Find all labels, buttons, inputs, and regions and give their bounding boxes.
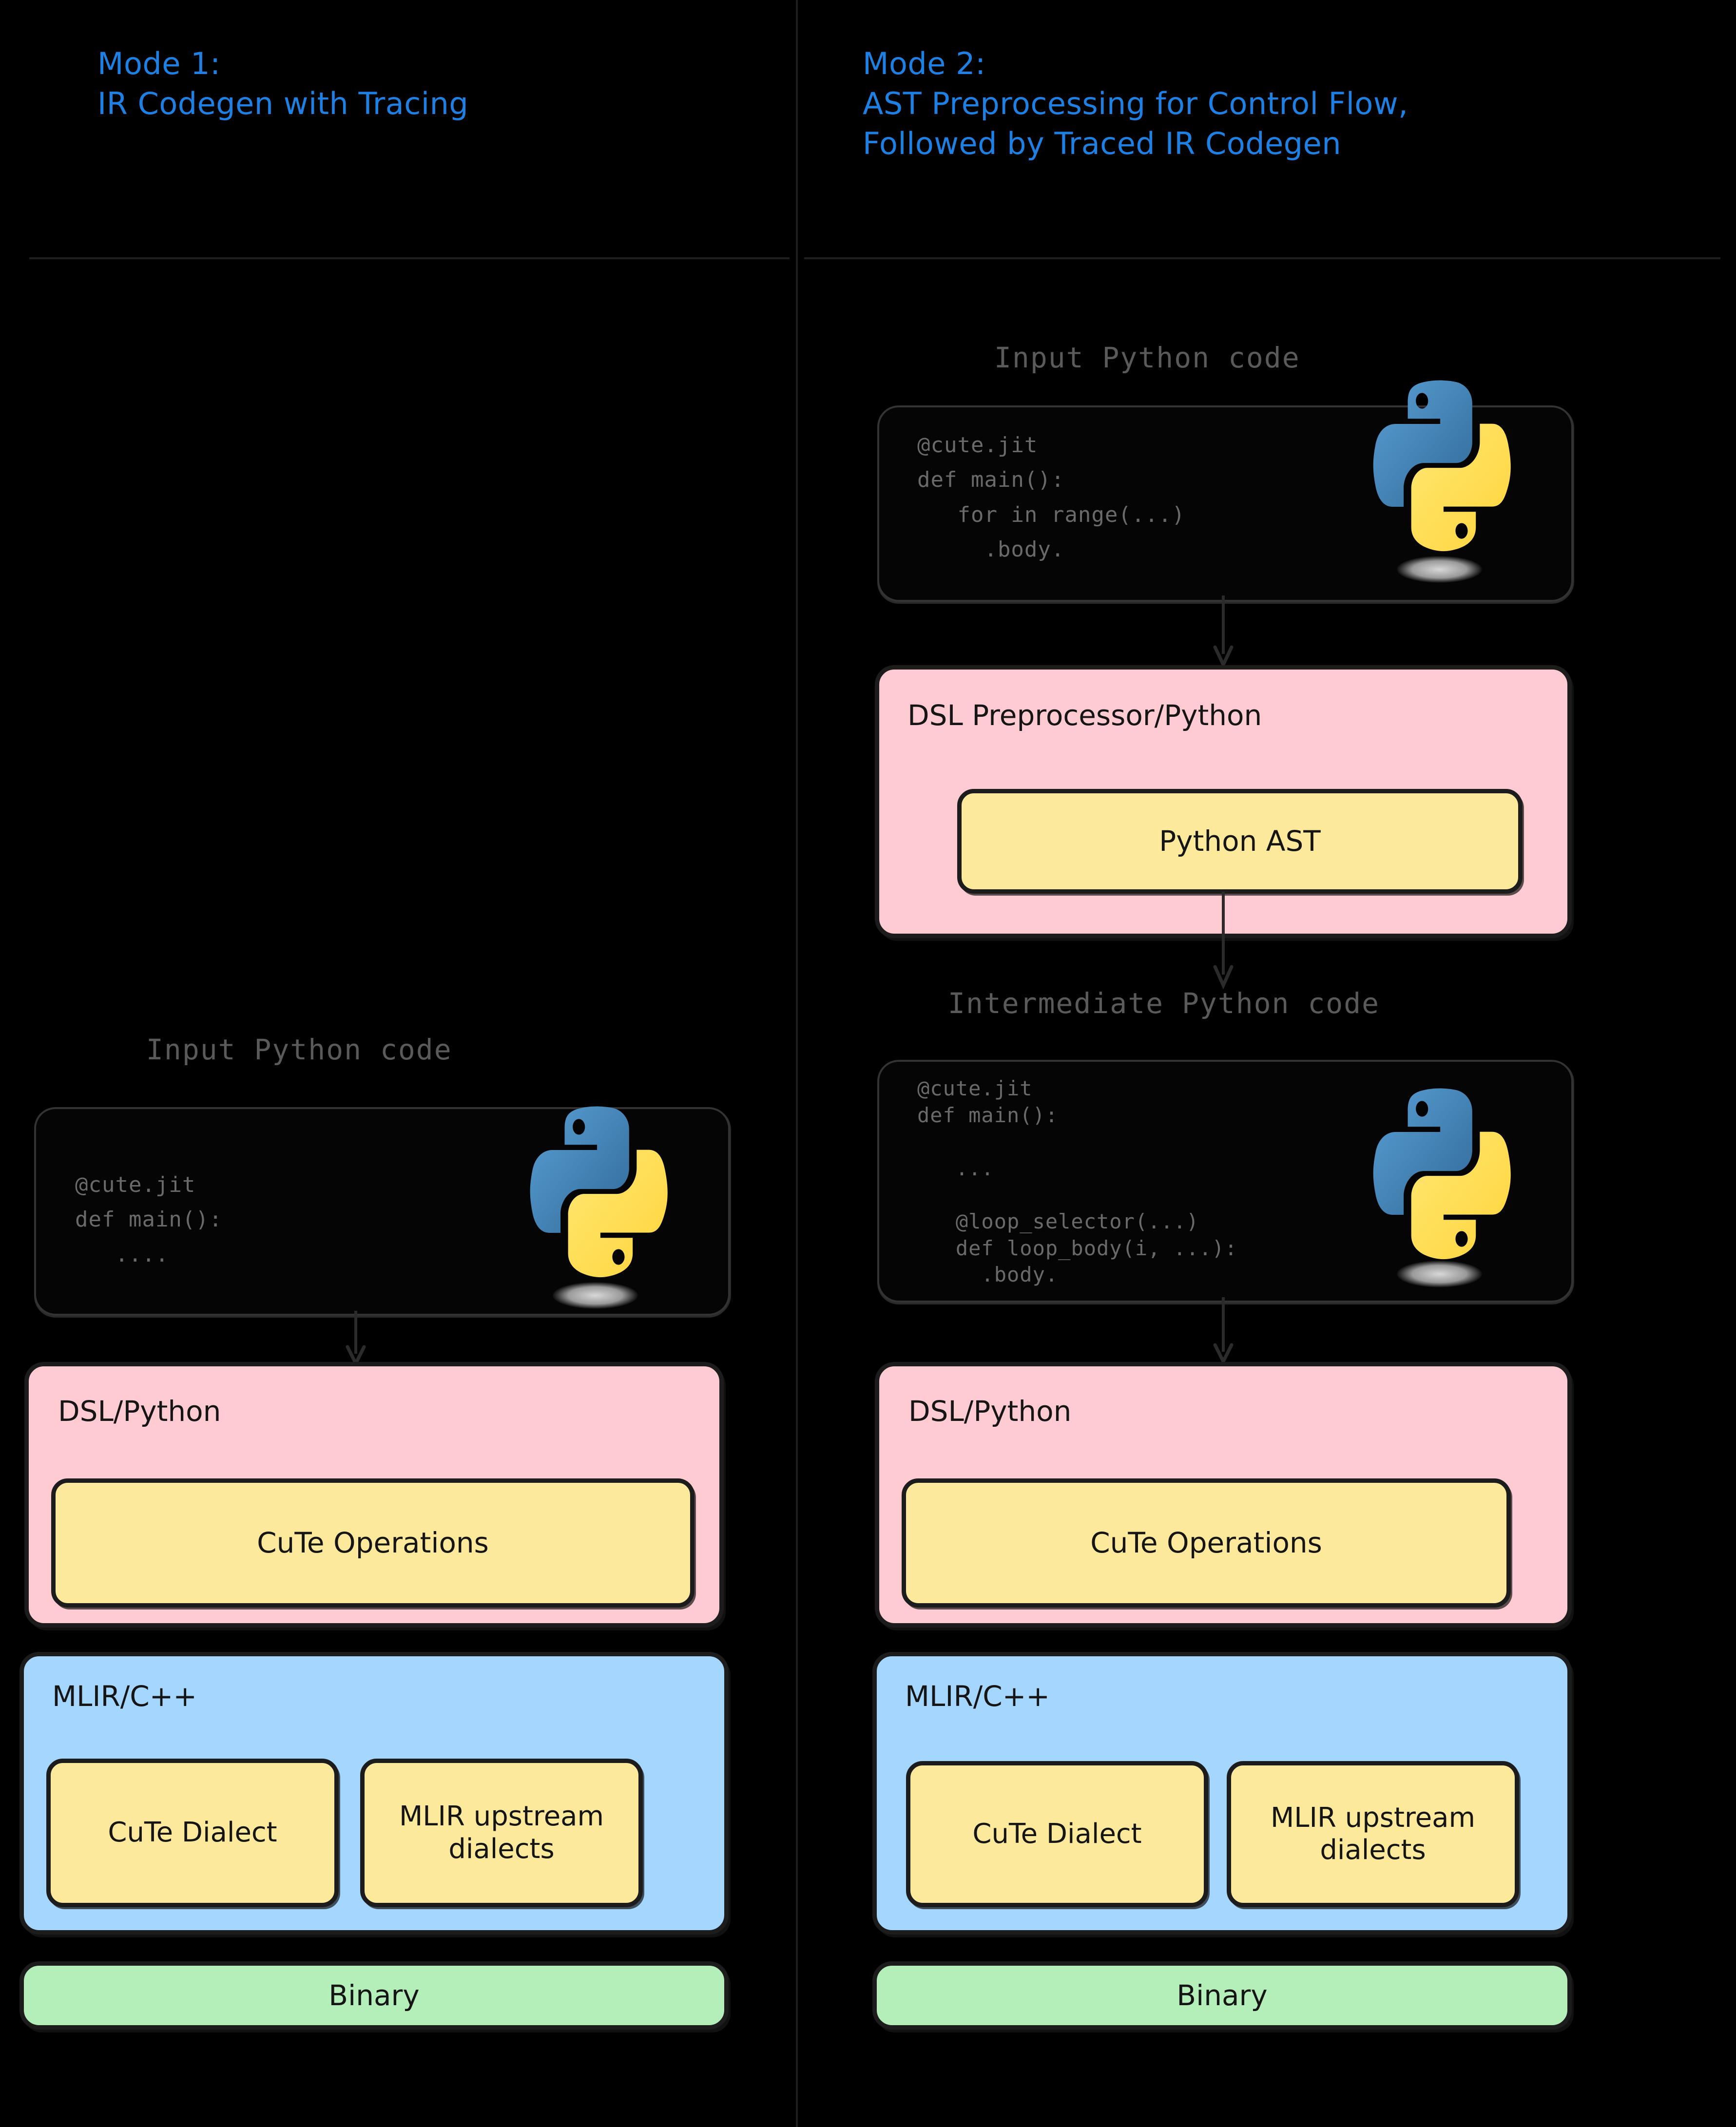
- mode-2-binary-layer: Binary: [872, 1961, 1572, 2030]
- mode-2-python-ast-box: Python AST: [957, 789, 1523, 894]
- mode-2-dsl-python-layer: DSL/Python CuTe Operations: [875, 1362, 1572, 1628]
- python-logo-icon: [523, 1099, 670, 1284]
- mode-2-cute-dialect-box: CuTe Dialect: [906, 1761, 1208, 1907]
- mode-2-title: Mode 2: AST Preprocessing for Control Fl…: [863, 46, 1408, 161]
- arrow-down-icon: [1209, 595, 1238, 669]
- python-logo-icon: [1367, 373, 1513, 558]
- arrow-down-icon: [1209, 892, 1238, 990]
- mode-2-code-text: @cute.jit def main(): for in range(...) …: [917, 433, 1185, 562]
- mode-2-dsl-preprocessor-layer: DSL Preprocessor/Python Python AST: [875, 665, 1572, 938]
- mode-2-intermediate-code-card: @cute.jit def main(): ... @loop_selector…: [877, 1060, 1573, 1303]
- mode-2-intermediate-caption: Intermediate Python code: [948, 987, 1380, 1020]
- mode-2-intermediate-code-text: @cute.jit def main(): ... @loop_selector…: [917, 1076, 1238, 1287]
- mode-2-dsl-python-label: DSL/Python: [908, 1395, 1072, 1428]
- column-divider: [796, 0, 798, 2127]
- python-logo-shadow: [553, 1282, 638, 1309]
- mode-2-cute-operations-box: CuTe Operations: [902, 1478, 1511, 1608]
- mode-1-code-text: @cute.jit def main(): ....: [75, 1172, 223, 1267]
- python-logo-shadow: [1397, 1261, 1482, 1287]
- mode-1-mlir-cpp-layer: MLIR/C++ CuTe Dialect MLIR upstream dial…: [19, 1652, 729, 1935]
- mode-1-cute-dialect-box: CuTe Dialect: [46, 1759, 339, 1907]
- mode-1-mlir-cpp-label: MLIR/C++: [52, 1680, 197, 1713]
- python-logo-shadow: [1397, 556, 1482, 583]
- mode-2-input-caption: Input Python code: [994, 341, 1300, 374]
- mode-1-binary-label: Binary: [328, 1979, 420, 2012]
- mode-2-dsl-preprocessor-label: DSL Preprocessor/Python: [907, 699, 1262, 732]
- mode-1-input-code-card: @cute.jit def main(): ....: [34, 1106, 730, 1316]
- mode-1-dsl-python-label: DSL/Python: [58, 1395, 221, 1428]
- arrow-down-icon: [341, 1311, 370, 1367]
- mode-1-binary-layer: Binary: [19, 1961, 729, 2030]
- mode-2-mlir-upstream-dialects-box: MLIR upstream dialects: [1227, 1761, 1519, 1907]
- header-rule-right: [804, 257, 1720, 259]
- mode-1-title: Mode 1: IR Codegen with Tracing: [97, 46, 469, 121]
- mode-1-input-caption: Input Python code: [146, 1033, 452, 1066]
- mode-1-mlir-upstream-dialects-box: MLIR upstream dialects: [360, 1759, 643, 1907]
- mode-2-input-code-card: @cute.jit def main(): for in range(...) …: [877, 380, 1573, 602]
- python-logo-icon: [1367, 1081, 1513, 1266]
- mode-2-mlir-cpp-layer: MLIR/C++ CuTe Dialect MLIR upstream dial…: [872, 1652, 1572, 1935]
- mode-2-mlir-cpp-label: MLIR/C++: [905, 1680, 1050, 1713]
- mode-2-binary-label: Binary: [1177, 1979, 1268, 2012]
- mode-1-dsl-python-layer: DSL/Python CuTe Operations: [24, 1362, 724, 1628]
- arrow-down-icon: [1209, 1297, 1238, 1365]
- mode-1-cute-operations-box: CuTe Operations: [51, 1478, 694, 1608]
- header-rule-left: [29, 257, 790, 259]
